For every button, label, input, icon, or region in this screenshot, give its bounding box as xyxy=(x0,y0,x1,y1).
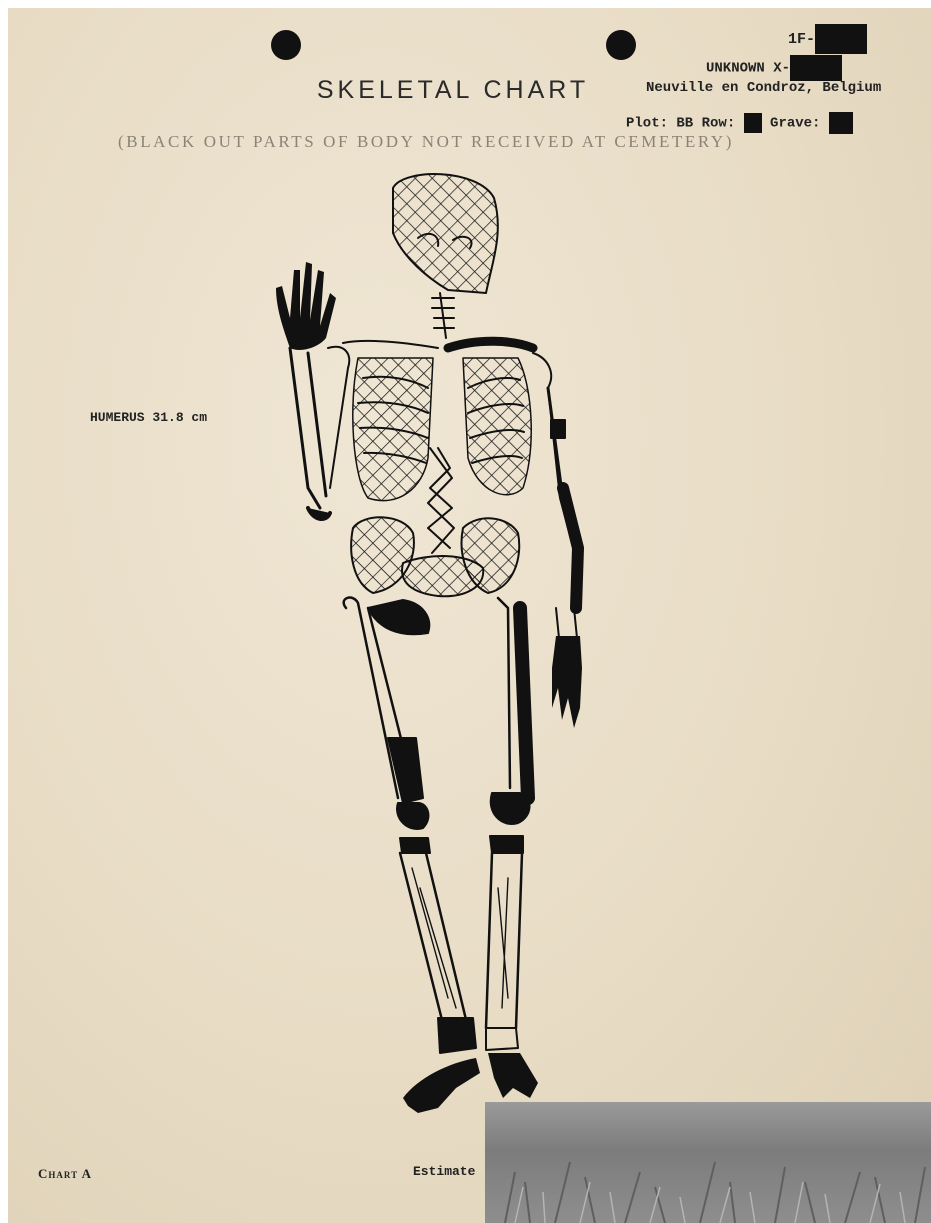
skull xyxy=(393,174,498,293)
left-hand xyxy=(552,636,582,728)
left-arm xyxy=(533,353,578,648)
grass-texture xyxy=(485,1102,931,1223)
right-arm-raised xyxy=(290,347,349,519)
estimate-text: Estimate xyxy=(413,1164,475,1179)
right-leg xyxy=(344,598,476,1053)
skeletal-chart-document: 1F- UNKNOWN X- SKELETAL CHART Neuville e… xyxy=(8,8,931,1223)
chart-label: Chart A xyxy=(38,1166,92,1182)
ribcage xyxy=(353,358,531,501)
collarbones xyxy=(343,341,533,348)
left-leg xyxy=(486,598,530,1050)
skeleton-illustration xyxy=(8,8,931,1223)
spine xyxy=(428,293,454,553)
right-hand xyxy=(276,262,336,350)
grass-photo-inset xyxy=(485,1102,931,1223)
